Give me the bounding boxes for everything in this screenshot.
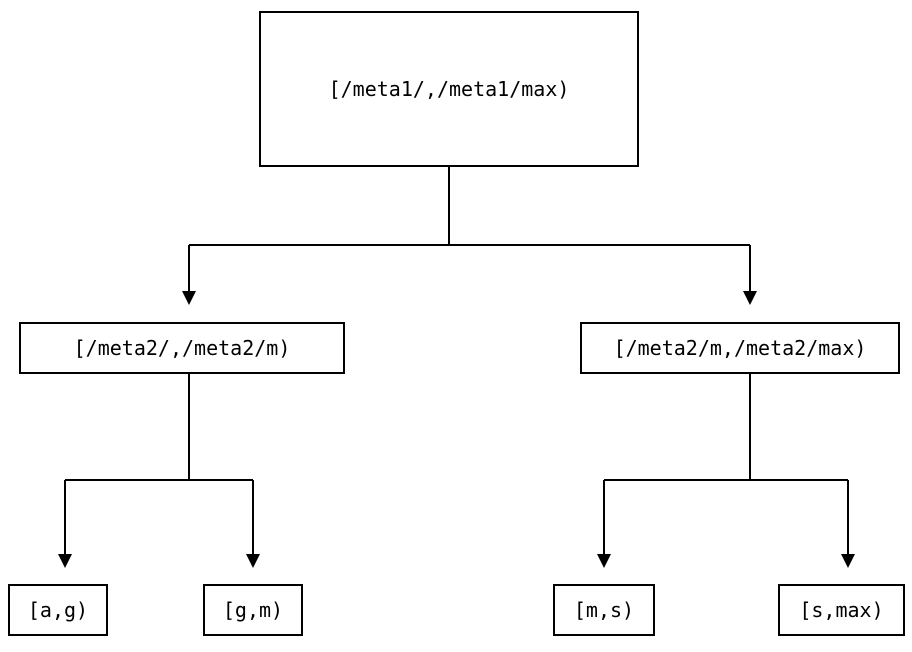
- tree-node-leaf-gm-label: [g,m): [222, 598, 284, 622]
- arrowhead-high-to-leaf-smax: [841, 554, 855, 568]
- edge-meta2-high-to-leaves: [597, 374, 855, 568]
- tree-node-root[interactable]: [/meta1/,/meta1/max): [259, 11, 639, 167]
- edge-meta2-low-to-leaves: [58, 374, 260, 568]
- tree-node-leaf-ag[interactable]: [a,g): [8, 584, 108, 636]
- tree-node-root-label: [/meta1/,/meta1/max): [328, 77, 570, 101]
- arrowhead-low-to-leaf-gm: [246, 554, 260, 568]
- tree-node-leaf-smax-label: [s,max): [799, 598, 884, 622]
- tree-node-meta2-high-label: [/meta2/m,/meta2/max): [613, 336, 867, 360]
- arrowhead-low-to-leaf-ag: [58, 554, 72, 568]
- arrowhead-high-to-leaf-ms: [597, 554, 611, 568]
- tree-node-meta2-low[interactable]: [/meta2/,/meta2/m): [19, 322, 345, 374]
- edge-root-to-level2: [182, 167, 757, 305]
- arrowhead-root-to-meta2-high: [743, 291, 757, 305]
- tree-node-leaf-ag-label: [a,g): [27, 598, 89, 622]
- tree-node-leaf-ms[interactable]: [m,s): [553, 584, 655, 636]
- tree-node-leaf-ms-label: [m,s): [573, 598, 635, 622]
- tree-node-meta2-high[interactable]: [/meta2/m,/meta2/max): [580, 322, 900, 374]
- tree-node-leaf-gm[interactable]: [g,m): [203, 584, 303, 636]
- tree-node-leaf-smax[interactable]: [s,max): [778, 584, 905, 636]
- tree-node-meta2-low-label: [/meta2/,/meta2/m): [73, 336, 291, 360]
- arrowhead-root-to-meta2-low: [182, 291, 196, 305]
